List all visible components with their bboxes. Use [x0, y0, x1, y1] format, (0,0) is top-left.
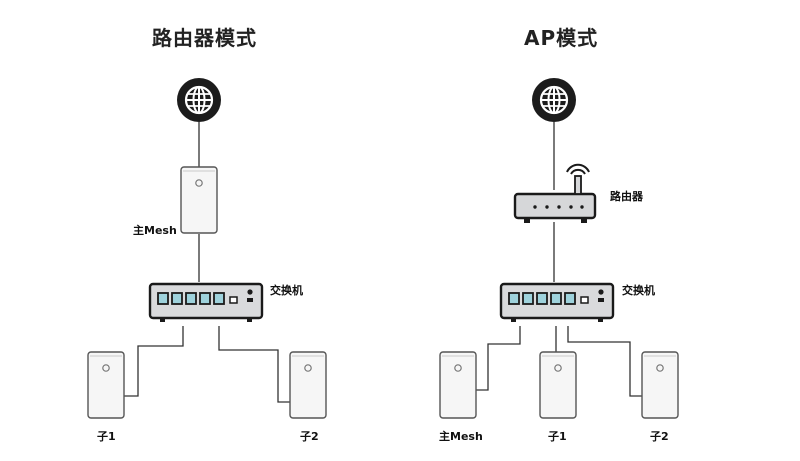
ap-mode-node1-icon — [539, 351, 577, 419]
router-mode-node1-icon — [87, 351, 125, 419]
ap-mode-switch-icon — [499, 282, 615, 324]
ap-mode-node2-label: 子2 — [650, 430, 669, 443]
router-mode-node2-icon — [289, 351, 327, 419]
ap-mode-globe-icon — [530, 76, 578, 124]
router-mode-node1-label: 子1 — [97, 430, 116, 443]
ap-mode-main-mesh-icon — [439, 351, 477, 419]
router-mode-main-mesh-label: 主Mesh — [133, 224, 177, 237]
router-mode-globe-icon — [175, 76, 223, 124]
ap-mode-router-label: 路由器 — [610, 190, 643, 203]
ap-mode-router-icon — [513, 163, 597, 223]
ap-mode-main-mesh-label: 主Mesh — [439, 430, 483, 443]
ap-mode-node2-icon — [641, 351, 679, 419]
ap-mode-switch-label: 交换机 — [622, 284, 655, 297]
ap-mode-node1-label: 子1 — [548, 430, 567, 443]
router-mode-node2-label: 子2 — [300, 430, 319, 443]
ap-mode-title: AP模式 — [524, 26, 599, 50]
router-mode-title: 路由器模式 — [152, 26, 257, 50]
router-mode-switch-icon — [148, 282, 264, 324]
router-mode-main-mesh-icon — [180, 166, 218, 234]
router-mode-lines — [124, 122, 290, 403]
router-mode-switch-label: 交换机 — [270, 284, 303, 297]
ap-mode-lines — [476, 122, 642, 397]
